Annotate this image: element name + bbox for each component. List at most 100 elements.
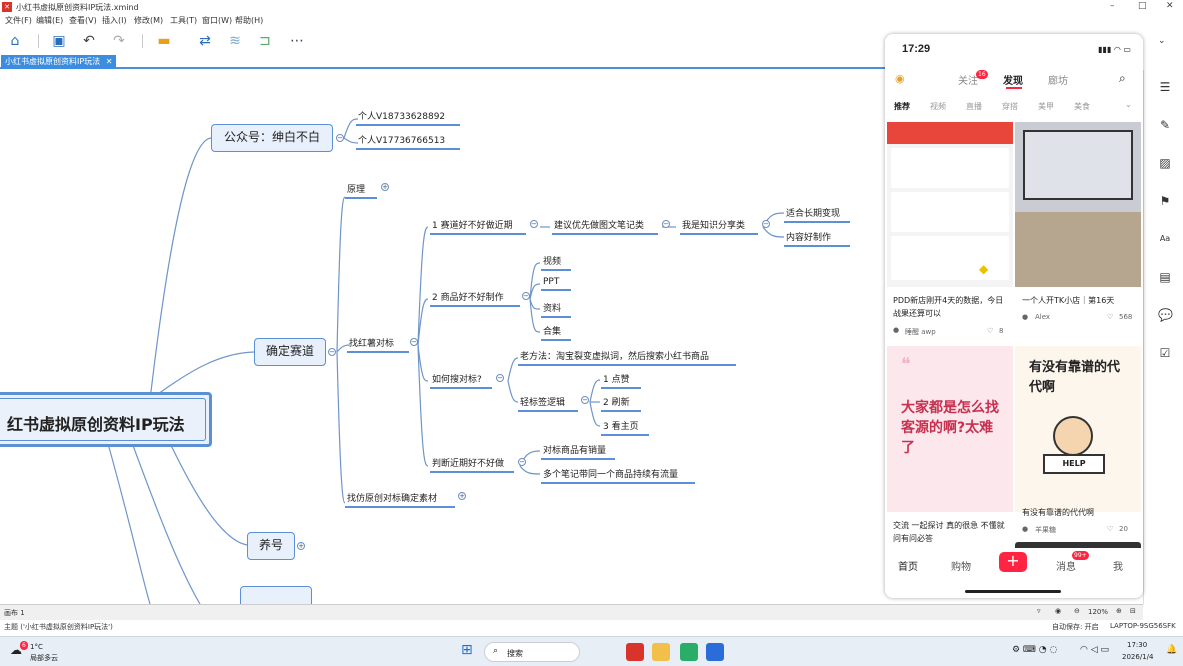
filter-icon[interactable]: ▿ xyxy=(1037,607,1041,615)
topic-zhishi[interactable]: 我是知识分享类 xyxy=(680,218,758,235)
nav-me[interactable]: 我 xyxy=(1113,558,1123,573)
tray-icons[interactable]: ⚙ ⌨ ◔ ◌ xyxy=(1012,645,1057,655)
topic-qingbiao-1[interactable]: 1 点赞 xyxy=(601,372,641,389)
cat-video[interactable]: 视频 xyxy=(930,101,946,112)
menu-insert[interactable]: 插入(I) xyxy=(102,15,127,26)
menu-help[interactable]: 帮助(H) xyxy=(235,15,263,26)
notification-icon[interactable]: 🔔 xyxy=(1166,645,1177,655)
topic-panduan[interactable]: 判断近期好不好做 xyxy=(430,456,514,473)
menu-window[interactable]: 窗口(W) xyxy=(202,15,232,26)
collapse-icon[interactable]: − xyxy=(496,374,504,382)
comment-icon[interactable]: 💬 xyxy=(1158,308,1172,322)
topic-panduan-2[interactable]: 多个笔记带同一个商品持续有流量 xyxy=(541,467,695,484)
topic-rusou[interactable]: 如何搜对标? xyxy=(430,372,492,389)
zoom-in-icon[interactable]: ⊕ xyxy=(1116,607,1122,615)
publish-button[interactable]: + xyxy=(999,552,1027,572)
topic-qingbiao-2[interactable]: 2 刷新 xyxy=(601,395,641,412)
topic-partial[interactable] xyxy=(240,586,312,604)
format-brush-icon[interactable]: ✎ xyxy=(1158,118,1172,132)
mindmap-canvas[interactable]: 红书虚拟原创资料IP玩法 公众号：绅白不白 − 个人V18733628892 个… xyxy=(0,70,885,604)
topic-yuanli[interactable]: 原理 xyxy=(345,182,377,199)
app-taskbar-icon[interactable] xyxy=(706,643,724,661)
tab-close-icon[interactable]: ✕ xyxy=(106,57,113,66)
topic-yanghao[interactable]: 养号 xyxy=(247,532,295,560)
app-logo-icon[interactable]: ◉ xyxy=(895,72,905,85)
tab-local[interactable]: 廊坊 xyxy=(1048,72,1068,87)
maximize-button[interactable]: □ xyxy=(1138,1,1147,11)
network-volume-icons[interactable]: ◠ ◁ ▭ xyxy=(1080,645,1109,655)
style-aa-icon[interactable]: Aa xyxy=(1158,232,1172,246)
minimize-button[interactable]: – xyxy=(1110,1,1115,11)
tab-follow[interactable]: 关注 xyxy=(958,72,978,87)
xmind-taskbar-icon[interactable] xyxy=(626,643,644,661)
close-button[interactable]: ✕ xyxy=(1166,1,1174,11)
nav-shop[interactable]: 购物 xyxy=(951,558,971,573)
card-3-title[interactable]: 交流 一起探讨 真的很急 不懂就问有问必答 xyxy=(893,519,1011,545)
collapse-icon[interactable]: − xyxy=(328,348,336,356)
nav-messages[interactable]: 消息 xyxy=(1056,558,1076,573)
undo-icon[interactable]: ↶ xyxy=(80,32,98,50)
fit-icon[interactable]: ⊟ xyxy=(1130,607,1136,615)
relationship-icon[interactable]: ⇄ xyxy=(196,32,214,50)
collapse-icon[interactable]: − xyxy=(336,134,344,142)
menu-modify[interactable]: 修改(M) xyxy=(134,15,163,26)
card-2-like-icon[interactable]: ♡ xyxy=(1107,313,1113,321)
root-topic[interactable]: 红书虚拟原创资料IP玩法 xyxy=(0,392,212,447)
home-icon[interactable]: ⌂ xyxy=(6,32,24,50)
card-2-title[interactable]: 一个人开TK小店｜第16天 xyxy=(1022,294,1140,307)
cat-nails[interactable]: 美甲 xyxy=(1038,101,1054,112)
topic-saidao[interactable]: 1 赛道好不好做近期 xyxy=(430,218,526,235)
topic-gzh-child-2[interactable]: 个人V17736766513 xyxy=(356,133,460,150)
outline-icon[interactable]: ☰ xyxy=(1158,80,1172,94)
topic-zhaohongshu[interactable]: 找红薯对标 xyxy=(347,336,409,353)
card-2-cover[interactable] xyxy=(1015,122,1141,287)
cat-fashion[interactable]: 穿搭 xyxy=(1002,101,1018,112)
collapse-icon[interactable]: − xyxy=(530,220,538,228)
collapse-icon[interactable]: − xyxy=(522,292,530,300)
boundary-icon[interactable]: ≋ xyxy=(226,32,244,50)
eye-icon[interactable]: ◉ xyxy=(1055,607,1061,615)
expand-icon[interactable]: + xyxy=(381,183,389,191)
card-1-like-icon[interactable]: ♡ xyxy=(987,327,993,335)
topic-qingbiao[interactable]: 轻标签逻辑 xyxy=(518,395,578,412)
file-explorer-icon[interactable] xyxy=(652,643,670,661)
tab-discover[interactable]: 发现 xyxy=(1003,72,1023,87)
menu-view[interactable]: 查看(V) xyxy=(69,15,97,26)
topic-qingbiao-3[interactable]: 3 看主页 xyxy=(601,419,649,436)
task-icon[interactable]: ☑ xyxy=(1158,346,1172,360)
save-icon[interactable]: ▣ xyxy=(50,32,68,50)
chevron-down-icon[interactable]: ⌄ xyxy=(1158,36,1166,46)
card-1-cover[interactable]: ◆ xyxy=(887,122,1013,287)
wechat-icon[interactable] xyxy=(680,643,698,661)
document-tab[interactable]: 小红书虚拟原创资料IP玩法 ✕ xyxy=(1,55,116,69)
card-3-cover[interactable]: ❝ 大家都是怎么找客源的啊?太难了 xyxy=(887,346,1013,512)
collapse-icon[interactable]: − xyxy=(518,458,526,466)
topic-shangpin-ppt[interactable]: PPT xyxy=(541,277,571,291)
search-icon[interactable]: ⌕ xyxy=(1119,71,1126,86)
topic-shangpin-heji[interactable]: 合集 xyxy=(541,324,571,341)
cat-live[interactable]: 直播 xyxy=(966,101,982,112)
windows-start-icon[interactable]: ⊞ xyxy=(461,642,473,658)
topic-zhaofang[interactable]: 找仿原创对标确定素材 xyxy=(345,491,455,508)
marker-flag-icon[interactable]: ⚑ xyxy=(1158,194,1172,208)
topic-neirong[interactable]: 内容好制作 xyxy=(784,230,850,247)
menu-file[interactable]: 文件(F) xyxy=(5,15,32,26)
menu-tools[interactable]: 工具(T) xyxy=(170,15,197,26)
expand-icon[interactable]: + xyxy=(297,542,305,550)
card-4-like-icon[interactable]: ♡ xyxy=(1107,525,1113,533)
phone-mirror-window[interactable]: 17:29 ▮▮▮ ◠ ▭ ◉ 关注 16 发现 廊坊 ⌕ 推荐 视频 直播 穿… xyxy=(885,34,1143,598)
notes-icon[interactable]: ▤ xyxy=(1158,270,1172,284)
collapse-icon[interactable]: − xyxy=(662,220,670,228)
nav-home[interactable]: 首页 xyxy=(898,558,918,573)
expand-icon[interactable]: + xyxy=(458,492,466,500)
more-icon[interactable]: ⋯ xyxy=(288,32,306,50)
collapse-icon[interactable]: − xyxy=(581,396,589,404)
topic-gzh[interactable]: 公众号：绅白不白 xyxy=(211,124,333,152)
chevron-down-icon[interactable]: ⌄ xyxy=(1125,100,1132,109)
cat-food[interactable]: 美食 xyxy=(1074,101,1090,112)
zoom-out-icon[interactable]: ⊖ xyxy=(1074,607,1080,615)
taskbar-search[interactable]: ⌕ 搜索 xyxy=(484,642,580,662)
collapse-icon[interactable]: − xyxy=(410,338,418,346)
topic-gzh-child-1[interactable]: 个人V18733628892 xyxy=(356,109,460,126)
collapse-icon[interactable]: − xyxy=(762,220,770,228)
